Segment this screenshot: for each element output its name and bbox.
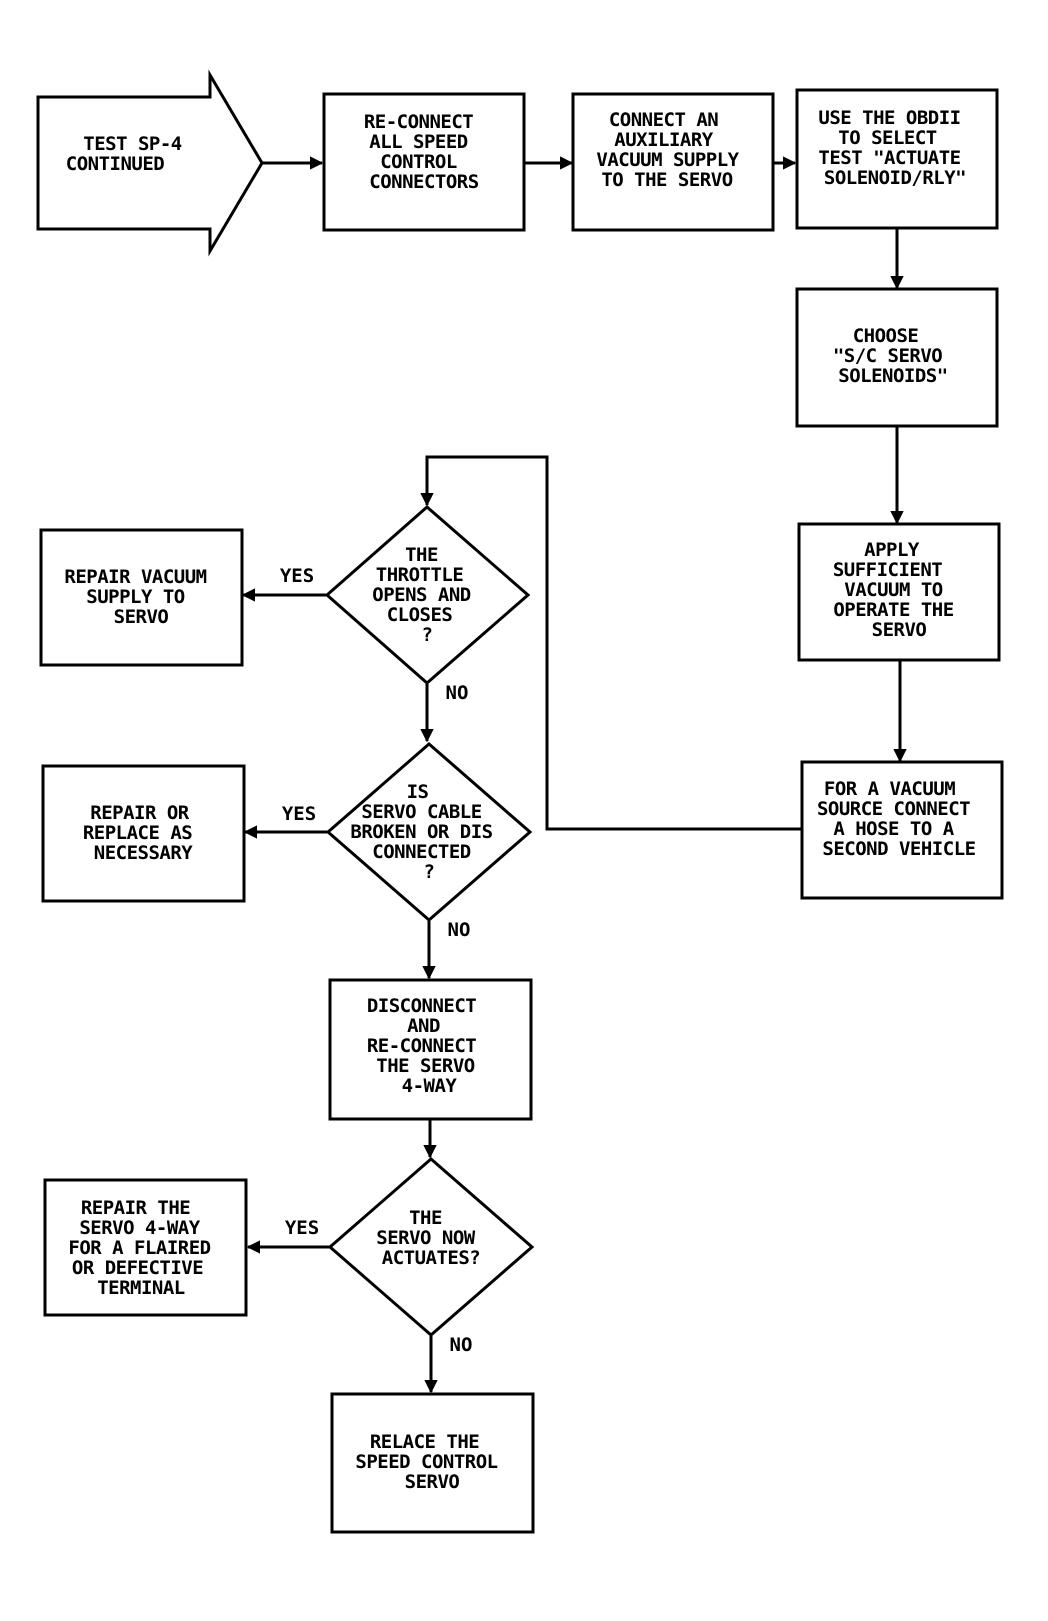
- connect-aux-box: [571, 92, 775, 232]
- actuates-decision-diamond: [327, 1157, 535, 1337]
- disconnect-box: [328, 978, 533, 1121]
- cable-decision-diamond: [325, 742, 533, 922]
- edge-labels: YES NO YES NO YES NO: [280, 565, 473, 1356]
- edge-label-throttle-yes: YES: [280, 565, 314, 587]
- apply-vacuum-label: APPLY SUFFICIENT VACUUM TO OPERATE THE S…: [833, 539, 965, 641]
- start-label: TEST SP-4 CONTINUED: [66, 133, 193, 175]
- repair-4way-box: [43, 1178, 248, 1317]
- replace-servo-label: RELACE THE SPEED CONTROL SERVO: [355, 1431, 508, 1493]
- actuates-question-label: THE SERVO NOW ACTUATES?: [376, 1207, 485, 1269]
- edge-label-cable-yes: YES: [282, 803, 316, 825]
- nodes: [36, 69, 1004, 1534]
- connect-aux-label: CONNECT AN AUXILIARY VACUUM SUPPLY TO TH…: [596, 109, 749, 191]
- edge-label-cable-no: NO: [448, 919, 471, 941]
- repair-replace-label: REPAIR OR REPLACE AS NECESSARY: [83, 802, 203, 864]
- repair-vacuum-box: [39, 528, 244, 667]
- edge-label-actuates-yes: YES: [285, 1217, 319, 1239]
- connectors: [241, 156, 907, 1394]
- repair-vacuum-label: REPAIR VACUUM SUPPLY TO SERVO: [64, 566, 217, 628]
- start-arrow-shape: [36, 69, 264, 257]
- vacuum-source-label: FOR A VACUUM SOURCE CONNECT A HOSE TO A …: [817, 778, 981, 860]
- disconnect-label: DISCONNECT AND RE-CONNECT THE SERVO 4-WA…: [367, 995, 487, 1097]
- repair-4way-label: REPAIR THE SERVO 4-WAY FOR A FLAIRED OR …: [68, 1197, 221, 1299]
- throttle-question-label: THE THROTTLE OPENS AND CLOSES ?: [372, 544, 481, 646]
- apply-vacuum-box: [797, 522, 1001, 662]
- repair-replace-box: [41, 764, 246, 903]
- use-obdii-box: [795, 88, 999, 230]
- replace-servo-box: [330, 1392, 535, 1534]
- cable-question-label: IS SERVO CABLE BROKEN OR DIS CONNECTED ?: [350, 781, 503, 883]
- use-obdii-label: USE THE OBDII TO SELECT TEST "ACTUATE SO…: [818, 107, 971, 189]
- reconnect-all-box: [322, 92, 526, 232]
- throttle-decision-diamond: [324, 505, 531, 685]
- vacuum-source-box: [800, 760, 1004, 900]
- choose-label: CHOOSE "S/C SERVO SOLENOIDS": [833, 325, 953, 387]
- reconnect-all-label: RE-CONNECT ALL SPEED CONTROL CONNECTORS: [364, 111, 484, 193]
- choose-box: [795, 287, 999, 428]
- edge-label-actuates-no: NO: [450, 1334, 473, 1356]
- edge-label-throttle-no: NO: [446, 682, 469, 704]
- edge-vacuum-source-loop-to-throttle: [420, 455, 802, 831]
- node-labels: TEST SP-4 CONTINUED RE-CONNECT ALL SPEED…: [64, 107, 981, 1493]
